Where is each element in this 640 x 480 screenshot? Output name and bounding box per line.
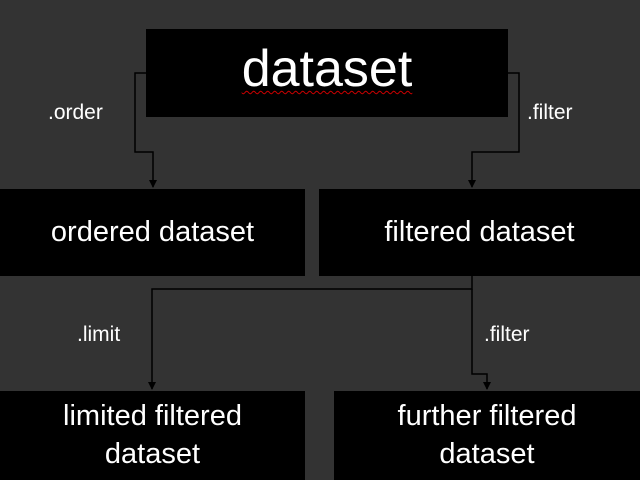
edge-limit-label: .limit — [77, 323, 121, 346]
node-ordered-dataset: ordered dataset — [0, 189, 305, 276]
edge-filter-first-label: .filter — [527, 101, 573, 124]
node-limited-line1: limited filtered — [63, 399, 242, 432]
node-limited-filtered-dataset-label: limited filtered dataset — [63, 398, 242, 473]
node-dataset-label: dataset — [241, 40, 413, 98]
node-limited-line2: dataset — [104, 437, 201, 470]
node-further-filtered-dataset-label: further filtered dataset — [398, 398, 577, 473]
node-filtered-dataset: filtered dataset — [319, 189, 640, 276]
node-dataset: dataset — [146, 29, 508, 117]
node-ordered-dataset-text: ordered dataset — [50, 215, 255, 248]
node-further-line2: dataset — [439, 437, 535, 470]
edge-limit-connector — [148, 276, 473, 390]
node-filtered-dataset-text: filtered dataset — [384, 215, 575, 248]
node-ordered-dataset-label: ordered dataset — [51, 216, 254, 249]
node-limited-filtered-dataset: limited filtered dataset — [0, 391, 305, 480]
edge-order-label: .order — [48, 101, 103, 124]
edge-filter-second-label: .filter — [484, 323, 530, 346]
node-further-filtered-dataset: further filtered dataset — [334, 391, 640, 480]
node-further-line1: further filtered — [397, 399, 577, 432]
node-filtered-dataset-label: filtered dataset — [384, 216, 574, 249]
